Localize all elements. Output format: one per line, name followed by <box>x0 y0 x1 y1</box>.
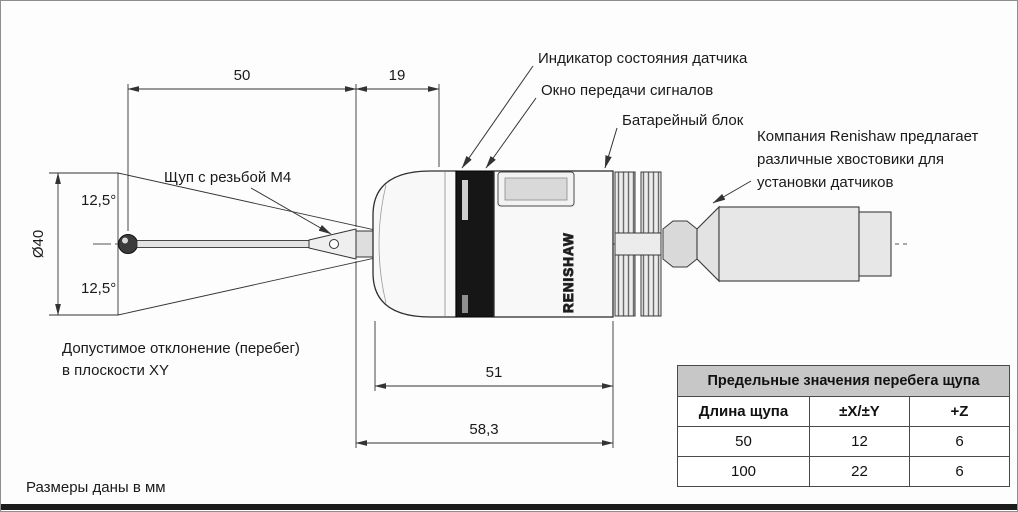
table-title-row: Предельные значения перебега щупа <box>676 365 1011 397</box>
dim-58-3: 58,3 <box>469 421 498 438</box>
dim-19: 19 <box>389 67 406 84</box>
battery-rib <box>640 254 662 317</box>
band-marking-2 <box>462 295 468 313</box>
cell-xy: 22 <box>809 456 910 487</box>
cell-z: 6 <box>908 426 1011 457</box>
dimension-bottom: 51 58,3 <box>355 261 614 448</box>
shank-leader-line <box>712 180 752 204</box>
dim-dia40: Ø40 <box>30 230 47 258</box>
stylus-leader-line <box>250 187 332 235</box>
battery-rib <box>640 171 662 234</box>
stylus-ball-highlight <box>122 237 128 244</box>
shank-body <box>718 206 860 282</box>
cell-length: 100 <box>677 456 810 487</box>
callout-battery: Батарейный блок <box>622 112 744 129</box>
overtravel-limits-table: Предельные значения перебега щупа Длина … <box>676 365 1011 487</box>
cell-z: 6 <box>908 456 1011 487</box>
callouts: Индикатор состояния датчика Окно передач… <box>461 50 978 204</box>
callout-shank-line3: установки датчиков <box>757 174 893 191</box>
stylus-collar <box>355 230 374 258</box>
cell-xy: 12 <box>809 426 910 457</box>
battery-leader-line <box>604 127 618 169</box>
top-plate-inner <box>504 177 568 201</box>
table-row: 50 12 6 <box>677 426 1011 457</box>
col-header-stylus-length: Длина щупа <box>677 396 810 427</box>
front-cap <box>372 170 457 318</box>
dim-50: 50 <box>234 67 251 84</box>
stylus-stem <box>136 240 310 248</box>
col-header-xy: ±X/±Y <box>809 396 910 427</box>
angle-lower-label: 12,5° <box>81 280 116 297</box>
shank <box>696 205 892 283</box>
shank-taper <box>696 205 720 283</box>
stylus-ball <box>118 234 138 254</box>
probe-body: RENISHAW <box>372 170 614 318</box>
stylus-hole <box>329 239 339 249</box>
overtravel-note-line2: в плоскости XY <box>62 362 169 379</box>
shank-end <box>858 211 892 277</box>
cell-length: 50 <box>677 426 810 457</box>
clamp-nut <box>662 220 698 268</box>
battery-spacer <box>614 232 662 256</box>
battery-rib <box>614 171 636 234</box>
brand-text: RENISHAW <box>561 232 576 313</box>
battery-section <box>614 171 698 317</box>
battery-rib <box>614 254 636 317</box>
dimension-diameter: Ø40 <box>30 172 118 316</box>
table-row: 100 22 6 <box>677 456 1011 487</box>
table-title: Предельные значения перебега щупа <box>676 365 1011 397</box>
signal-window-band <box>455 170 495 318</box>
dimension-top: 50 19 <box>127 67 440 231</box>
callout-window: Окно передачи сигналов <box>541 82 713 99</box>
stylus-label: Щуп с резьбой М4 <box>164 169 291 186</box>
bottom-border <box>1 504 1017 510</box>
units-note: Размеры даны в мм <box>26 479 166 496</box>
angle-upper-label: 12,5° <box>81 192 116 209</box>
overtravel-note-line1: Допустимое отклонение (перебег) <box>62 340 300 357</box>
dim-51: 51 <box>486 364 503 381</box>
callout-indicator: Индикатор состояния датчика <box>538 50 748 67</box>
front-cap-contour <box>378 184 387 304</box>
indicator-leader-line <box>461 65 534 169</box>
window-leader-line <box>485 97 537 169</box>
callout-shank-line1: Компания Renishaw предлагает <box>757 128 978 145</box>
band-marking <box>462 180 468 220</box>
stylus <box>118 228 374 260</box>
callout-shank-line2: различные хвостовики для <box>757 151 944 168</box>
col-header-z: +Z <box>908 396 1011 427</box>
table-header-row: Длина щупа ±X/±Y +Z <box>677 396 1011 427</box>
